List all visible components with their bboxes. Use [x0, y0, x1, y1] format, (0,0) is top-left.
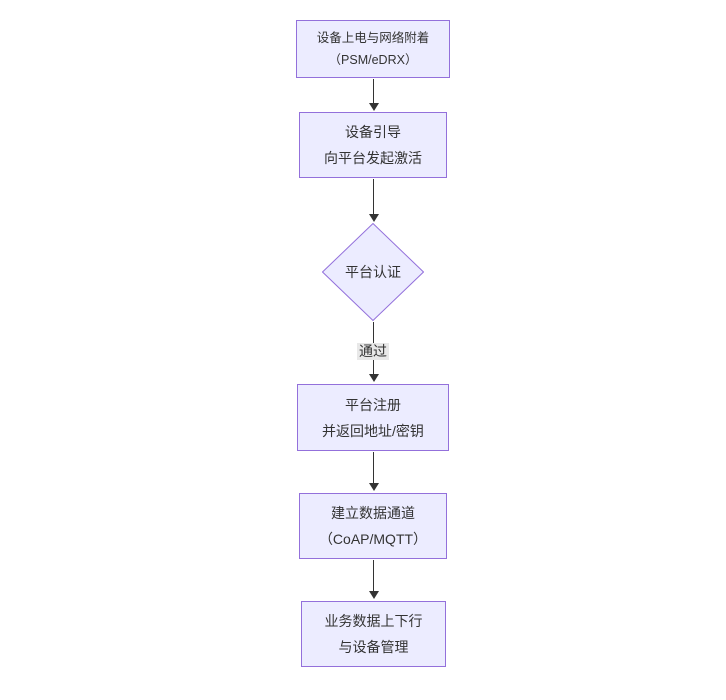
flow-node-business-data: 业务数据上下行 与设备管理	[301, 601, 446, 667]
arrow-shaft	[373, 560, 374, 592]
node-label-line: 并返回地址/密钥	[322, 422, 424, 439]
decision-node-platform-auth: 平台认证	[322, 223, 424, 321]
arrowhead-icon	[368, 374, 379, 382]
node-label-line: 建立数据通道	[331, 505, 415, 521]
node-label-line: 与设备管理	[338, 639, 409, 655]
diamond-shape	[322, 223, 424, 321]
edge-arrow-1	[368, 79, 379, 111]
node-label-line: 设备引导	[345, 124, 401, 140]
edge-arrow-2	[368, 179, 379, 222]
arrowhead-icon	[368, 214, 379, 222]
arrow-shaft	[373, 79, 374, 104]
edge-arrow-4	[368, 452, 379, 491]
node-label-line: 业务数据上下行	[324, 613, 423, 629]
arrow-shaft	[373, 452, 374, 484]
node-label-line: （PSM/eDRX）	[328, 53, 418, 67]
arrowhead-icon	[368, 591, 379, 599]
edge-arrow-5	[368, 560, 379, 599]
flow-node-device-bootstrap: 设备引导 向平台发起激活	[299, 112, 447, 178]
arrowhead-icon	[368, 483, 379, 491]
node-label-line: （CoAP/MQTT）	[318, 531, 428, 547]
node-label-line: 平台注册	[345, 396, 401, 413]
edge-label-pass: 通过	[357, 343, 389, 360]
arrowhead-icon	[368, 103, 379, 111]
node-label-line: 设备上电与网络附着	[316, 31, 430, 45]
arrow-shaft	[373, 179, 374, 215]
node-label-line: 平台认证	[345, 264, 401, 280]
flow-node-data-channel: 建立数据通道 （CoAP/MQTT）	[299, 493, 447, 559]
node-label-line: 向平台发起激活	[324, 150, 422, 166]
flow-node-device-power-attach: 设备上电与网络附着 （PSM/eDRX）	[296, 20, 450, 78]
flow-node-platform-register: 平台注册 并返回地址/密钥	[297, 384, 449, 451]
